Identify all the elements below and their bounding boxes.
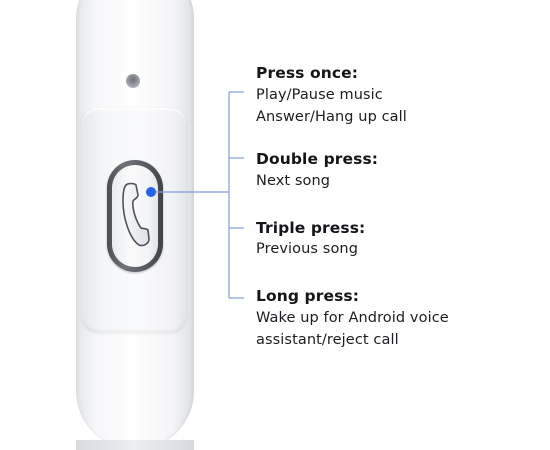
long-press-title: Long press: <box>256 287 360 305</box>
multifunction-button-face[interactable] <box>112 165 158 267</box>
triple-press-title: Triple press: <box>256 219 366 237</box>
multifunction-button[interactable] <box>107 160 163 272</box>
long-press-line-1: Wake up for Android voice <box>256 310 449 326</box>
remote-control-rim <box>76 440 194 450</box>
press-once-title: Press once: <box>256 64 359 82</box>
double-press-title: Double press: <box>256 150 379 168</box>
blue-dot-icon <box>146 187 156 197</box>
double-press-line-1: Next song <box>256 173 331 189</box>
long-press-line-2: assistant/reject call <box>256 332 399 348</box>
triple-press-line-1: Previous song <box>256 241 359 257</box>
microphone-hole <box>126 74 140 88</box>
press-once-line-2: Answer/Hang up call <box>256 109 407 125</box>
press-once-line-1: Play/Pause music <box>256 87 383 103</box>
phone-handset-icon <box>122 182 150 247</box>
